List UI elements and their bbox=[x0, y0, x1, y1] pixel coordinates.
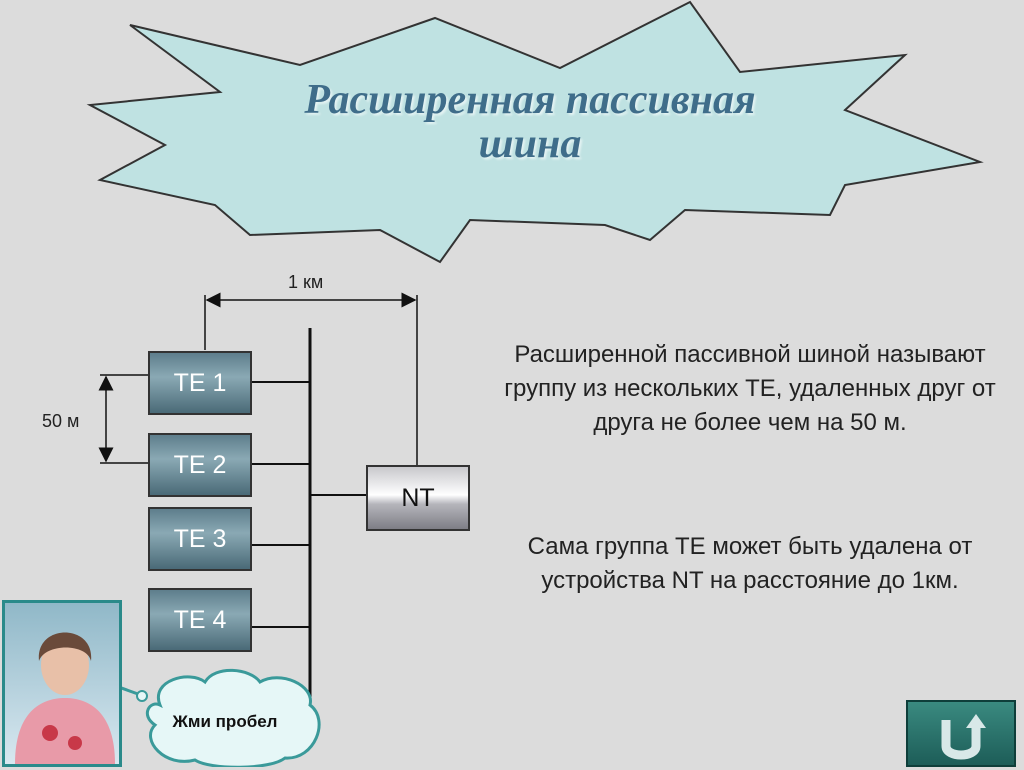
distance-1km-label: 1 км bbox=[288, 272, 324, 292]
starburst-polygon bbox=[86, 0, 984, 264]
hint-bubble bbox=[145, 668, 321, 767]
distance-text: Сама группа ТЕ может быть удалена от уст… bbox=[527, 533, 973, 594]
page-title: Расширенная пассивная шина bbox=[304, 77, 756, 167]
nt-box: NT bbox=[366, 465, 470, 531]
presenter-photo bbox=[2, 600, 122, 767]
bubble-dot-1 bbox=[136, 690, 148, 702]
hint-text: Жми пробел bbox=[172, 712, 278, 731]
te2-box: TE 2 bbox=[148, 433, 252, 497]
u-turn-arrow-icon bbox=[941, 714, 986, 760]
distance-50m-label: 50 м bbox=[42, 411, 80, 431]
person-icon bbox=[15, 632, 115, 764]
te1-box: TE 1 bbox=[148, 351, 252, 415]
te3-box: TE 3 bbox=[148, 507, 252, 571]
back-button[interactable] bbox=[906, 700, 1016, 767]
te4-box: TE 4 bbox=[148, 588, 252, 652]
definition-text: Расширенной пассивной шиной называют гру… bbox=[504, 341, 996, 436]
